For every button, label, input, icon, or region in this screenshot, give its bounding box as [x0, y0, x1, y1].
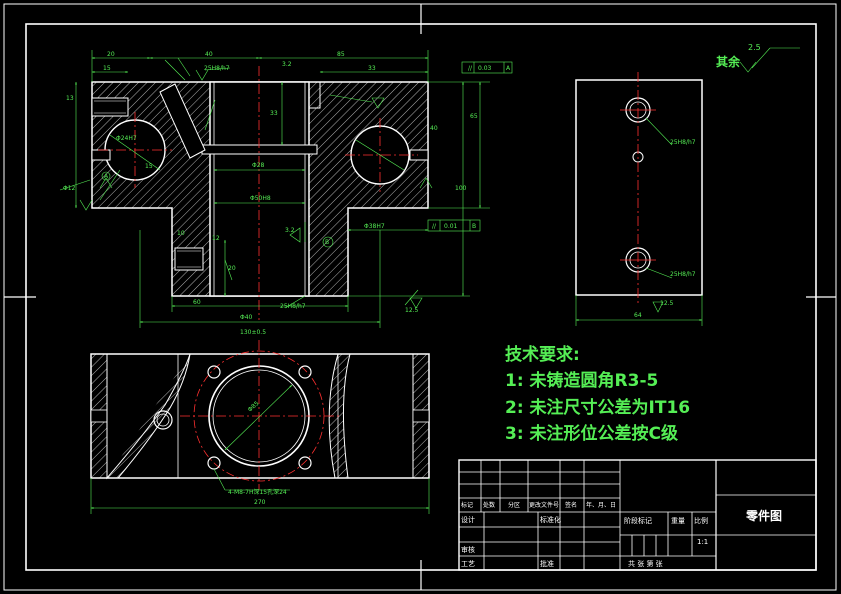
front-view-dimensions [59, 50, 513, 328]
svg-text:Φ40: Φ40 [240, 314, 253, 321]
front-view-dim-text: 20 15 40 85 33 3.2 25H8/h7 Φ28 Φ50H8 Φ38… [63, 51, 511, 336]
svg-text:12.5: 12.5 [660, 300, 674, 307]
svg-text:Φ38H7: Φ38H7 [364, 223, 385, 230]
svg-text:25H8/h7: 25H8/h7 [280, 303, 306, 310]
svg-text:130±0.5: 130±0.5 [240, 329, 266, 336]
svg-text:15: 15 [145, 163, 153, 170]
svg-text:Φ28: Φ28 [252, 162, 265, 169]
design-label: 设计 [461, 516, 475, 524]
svg-text:85: 85 [337, 51, 345, 58]
roughness-value: 2.5 [748, 43, 761, 52]
roughness-rest-label: 其余 [716, 54, 741, 69]
svg-text:64: 64 [634, 312, 642, 319]
svg-text:B: B [325, 239, 329, 246]
side-view [575, 72, 703, 305]
svg-text://: // [432, 223, 437, 230]
svg-text:60: 60 [193, 299, 201, 306]
svg-text:13: 13 [66, 95, 74, 102]
svg-text:33: 33 [270, 110, 278, 117]
svg-text:Φ12: Φ12 [63, 185, 76, 192]
drawing-name: 零件图 [746, 509, 783, 523]
header-date: 年、月、日 [586, 502, 617, 509]
header-sign: 签名 [565, 502, 578, 509]
svg-text:A: A [104, 173, 109, 180]
svg-text:100: 100 [455, 185, 467, 192]
svg-text:65: 65 [470, 113, 478, 120]
review-label: 审核 [461, 546, 475, 554]
header-zone: 分区 [508, 502, 521, 509]
svg-text://: // [468, 65, 473, 72]
svg-text:12: 12 [212, 235, 220, 242]
svg-text:33: 33 [368, 65, 376, 72]
svg-text:20: 20 [228, 265, 236, 272]
process-label: 工艺 [461, 560, 475, 568]
svg-text:3.2: 3.2 [282, 61, 292, 68]
svg-text:20: 20 [107, 51, 115, 58]
svg-text:Φ24H7: Φ24H7 [116, 135, 137, 142]
svg-text:3.2: 3.2 [285, 227, 295, 234]
svg-text:A: A [506, 65, 511, 72]
svg-text:10: 10 [177, 230, 185, 237]
front-view [91, 66, 429, 320]
header-mark: 标记 [461, 502, 474, 509]
scale-value: 1:1 [697, 538, 709, 546]
svg-text:15: 15 [103, 65, 111, 72]
svg-text:B: B [472, 223, 476, 230]
weight-label: 重量 [671, 517, 685, 525]
svg-text:270: 270 [254, 499, 266, 506]
scale-label: 比例 [694, 517, 708, 525]
tech-requirement-3: 3: 未注形位公差按C级 [505, 424, 679, 444]
svg-text:40: 40 [205, 51, 213, 58]
sheet-count: 共 张 第 张 [628, 560, 663, 568]
tech-requirement-1: 1: 未铸造圆角R3-5 [505, 371, 659, 391]
stage-mark-label: 阶段标记 [624, 517, 652, 525]
sheet-border [3, 3, 837, 591]
svg-text:0.01: 0.01 [444, 223, 458, 230]
approve-label: 批准 [540, 560, 554, 568]
svg-text:25H8/h7: 25H8/h7 [670, 271, 696, 278]
header-change-doc: 更改文件号 [529, 502, 560, 509]
tech-requirement-2: 2: 未注尺寸公差为IT16 [505, 398, 691, 418]
title-block-lines [458, 459, 817, 571]
top-view [90, 340, 430, 490]
side-view-dim-text: 25H8/h7 25H8/h7 12.5 64 [634, 139, 696, 319]
top-view-dimensions [90, 384, 430, 514]
svg-text:0.03: 0.03 [478, 65, 492, 72]
svg-text:12.5: 12.5 [405, 307, 419, 314]
svg-text:Φ50H8: Φ50H8 [250, 195, 271, 202]
svg-text:25H8/h7: 25H8/h7 [670, 139, 696, 146]
standardization-label: 标准化 [540, 516, 561, 524]
tech-requirements-title: 技术要求: [505, 345, 580, 365]
svg-text:Φ85: Φ85 [247, 400, 261, 414]
header-count: 处数 [483, 502, 496, 509]
side-view-dimensions [575, 47, 800, 326]
svg-text:25H8/h7: 25H8/h7 [204, 65, 230, 72]
svg-text:4-M8-7H深15孔深24: 4-M8-7H深15孔深24 [228, 488, 287, 496]
svg-text:40: 40 [430, 125, 438, 132]
